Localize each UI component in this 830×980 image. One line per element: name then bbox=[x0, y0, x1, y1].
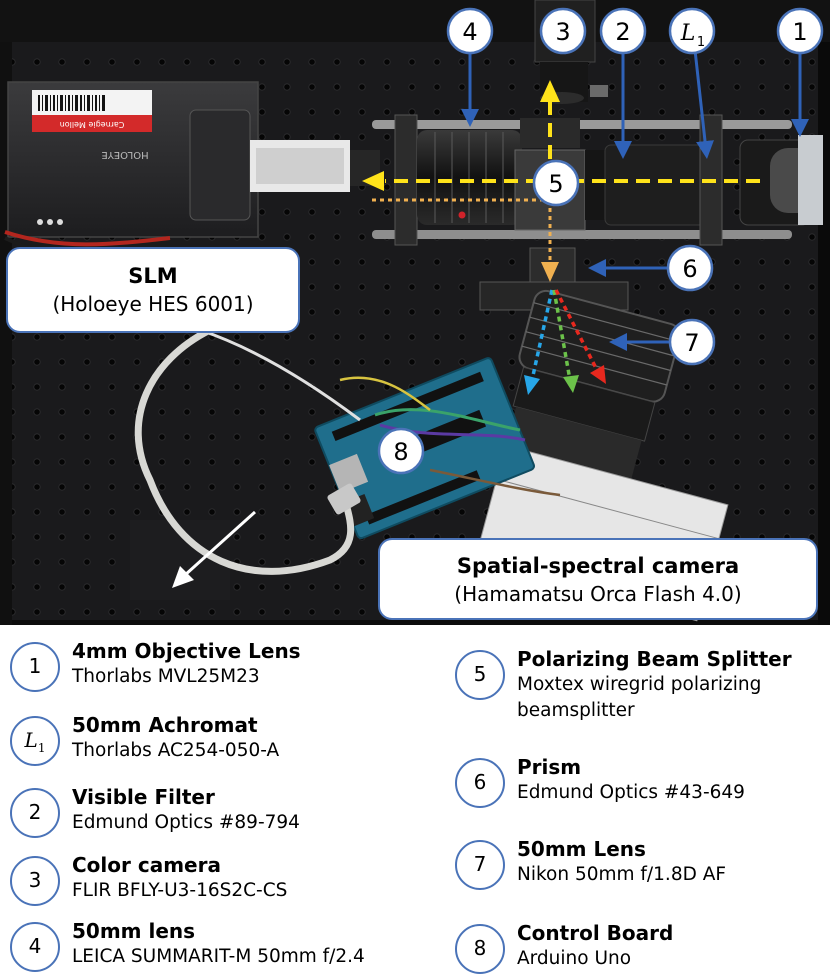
svg-text:L: L bbox=[680, 21, 696, 46]
legend-num-3: 3 bbox=[10, 856, 60, 906]
callout-2: 2 bbox=[599, 7, 647, 55]
legend-title: 50mm Achromat bbox=[72, 713, 258, 737]
legend-title: 50mm lens bbox=[72, 919, 196, 943]
callout-7: 7 bbox=[668, 318, 716, 366]
callout-1: 1 bbox=[776, 7, 824, 55]
optical-setup-photo: Carnegie Mellon HOLOEYE bbox=[0, 0, 830, 625]
camera-label-box: Spatial-spectral camera (Hamamatsu Orca … bbox=[378, 538, 818, 620]
legend-num-l1: L1 bbox=[10, 716, 60, 766]
callout-8: 8 bbox=[377, 427, 425, 475]
callout-l1: L 1 bbox=[668, 7, 716, 55]
slm-label-box: SLM (Holoeye HES 6001) bbox=[6, 247, 300, 333]
callout-4: 4 bbox=[446, 7, 494, 55]
legend-title: Polarizing Beam Splitter bbox=[517, 647, 792, 671]
svg-text:4: 4 bbox=[462, 18, 477, 46]
camera-subtitle: (Hamamatsu Orca Flash 4.0) bbox=[454, 582, 742, 606]
legend-title: 50mm Lens bbox=[517, 837, 646, 861]
legend-num-8: 8 bbox=[455, 924, 505, 974]
svg-text:2: 2 bbox=[615, 18, 630, 46]
callout-5: 5 bbox=[532, 159, 580, 207]
legend-desc: Thorlabs AC254-050-A bbox=[72, 740, 280, 761]
legend-title: 4mm Objective Lens bbox=[72, 639, 301, 663]
legend-num-7: 7 bbox=[455, 840, 505, 890]
legend-num-2: 2 bbox=[10, 788, 60, 838]
arduino-board bbox=[314, 357, 535, 540]
svg-text:8: 8 bbox=[393, 438, 408, 466]
slm-sticker-text: Carnegie Mellon bbox=[60, 120, 125, 129]
camera-title: Spatial-spectral camera bbox=[456, 554, 740, 578]
legend-num-5: 5 bbox=[455, 650, 505, 700]
legend-desc-cont: beamsplitter bbox=[517, 700, 635, 721]
legend-title: Visible Filter bbox=[72, 785, 215, 809]
callout-6: 6 bbox=[666, 244, 714, 292]
svg-text:7: 7 bbox=[684, 329, 699, 357]
svg-text:1: 1 bbox=[792, 18, 807, 46]
svg-text:6: 6 bbox=[682, 255, 697, 283]
component-legend: 1 4mm Objective Lens Thorlabs MVL25M23 L… bbox=[0, 628, 830, 980]
legend-num-4: 4 bbox=[10, 922, 60, 972]
objective-lens bbox=[739, 135, 823, 226]
legend-title: Color camera bbox=[72, 853, 221, 877]
legend-desc: Arduino Uno bbox=[517, 948, 632, 969]
legend-title: Control Board bbox=[517, 921, 674, 945]
svg-text:3: 3 bbox=[555, 18, 570, 46]
slm-device: Carnegie Mellon HOLOEYE bbox=[7, 81, 380, 238]
legend-title: Prism bbox=[517, 755, 582, 779]
slm-subtitle: (Holoeye HES 6001) bbox=[52, 292, 254, 316]
legend-desc: Edmund Optics #89-794 bbox=[72, 812, 300, 833]
legend-num-1: 1 bbox=[10, 642, 60, 692]
svg-text:5: 5 bbox=[548, 170, 563, 198]
filter-tube bbox=[585, 114, 723, 246]
legend-desc: Moxtex wiregrid polarizing bbox=[517, 674, 762, 695]
slm-title: SLM bbox=[128, 264, 178, 288]
slm-brand-text: HOLOEYE bbox=[101, 149, 148, 160]
svg-text:1: 1 bbox=[697, 35, 705, 50]
legend-desc: FLIR BFLY-U3-16S2C-CS bbox=[72, 880, 288, 901]
legend-desc: LEICA SUMMARIT-M 50mm f/2.4 bbox=[72, 946, 365, 967]
callout-3: 3 bbox=[539, 7, 587, 55]
legend-desc: Edmund Optics #43-649 bbox=[517, 782, 745, 803]
legend-num-6: 6 bbox=[455, 758, 505, 808]
legend-desc: Thorlabs MVL25M23 bbox=[72, 666, 260, 687]
legend-desc: Nikon 50mm f/1.8D AF bbox=[517, 864, 727, 885]
